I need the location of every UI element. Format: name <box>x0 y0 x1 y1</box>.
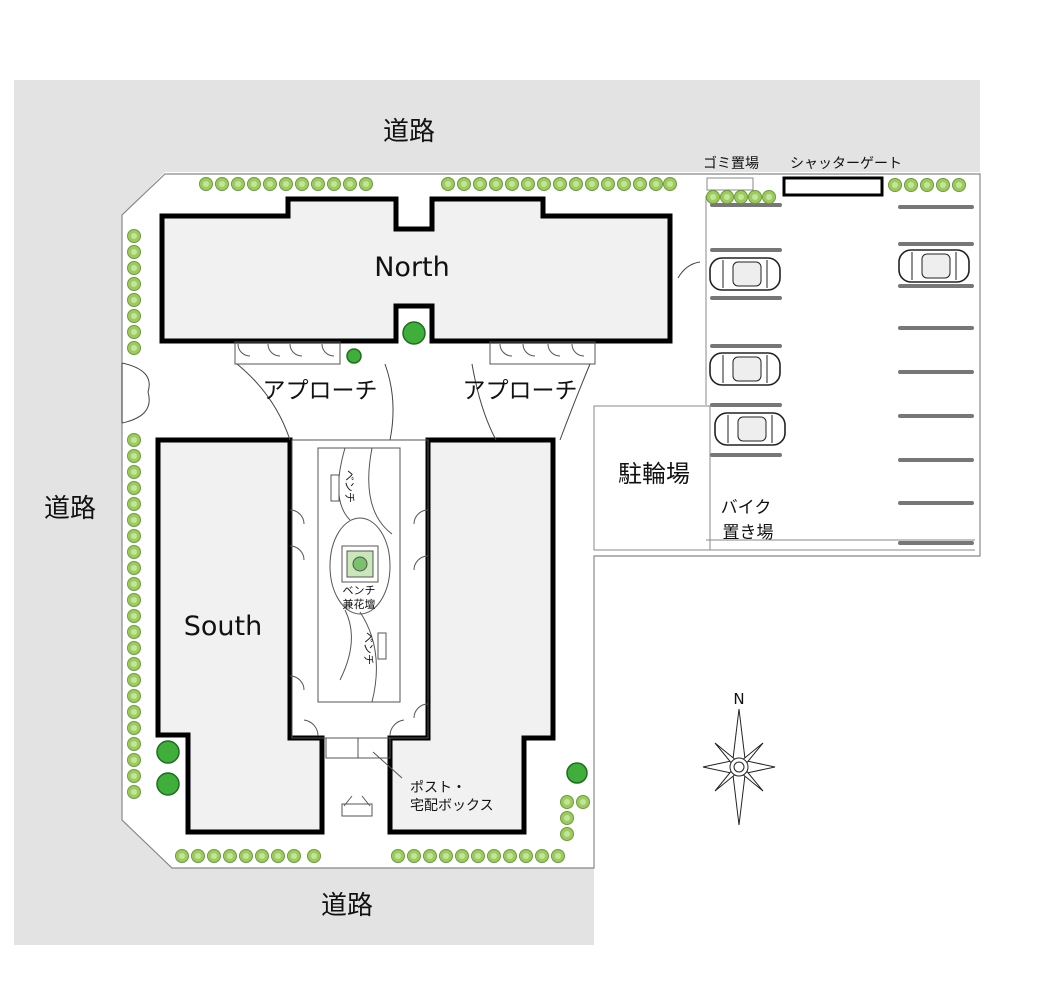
bench-label-lower: ベンチ <box>362 632 375 665</box>
mailbox-label-line2: 宅配ボックス <box>410 798 494 814</box>
shutter-gate <box>782 176 884 197</box>
road-area <box>14 80 980 945</box>
entrance-lobby <box>325 737 403 817</box>
north-entrances <box>234 341 596 365</box>
bike-parking-label-line2: 置き場 <box>723 523 774 543</box>
compass-rose-icon <box>702 708 776 826</box>
building-north <box>159 196 673 344</box>
road-label-west: 道路 <box>44 494 96 524</box>
courtyard <box>289 439 429 739</box>
garbage-area <box>706 177 754 191</box>
parking-lot <box>593 196 975 551</box>
road-label-south: 道路 <box>321 891 373 921</box>
approach-label-right: アプローチ <box>463 378 578 404</box>
bench-label-upper: ベンチ <box>343 470 356 503</box>
trees <box>156 321 588 796</box>
bicycle-parking-label: 駐輪場 <box>618 460 690 488</box>
shutter-gate-label: シャッターゲート <box>790 156 902 172</box>
bench-planter-label-line1: ベンチ <box>343 584 376 597</box>
car-icon <box>709 257 781 291</box>
compass-north-label: N <box>733 690 744 708</box>
road-label-north: 道路 <box>383 117 435 147</box>
building-south-label: South <box>184 611 262 642</box>
bench-planter-label-line2: 兼花壇 <box>343 597 376 611</box>
approach-label-left: アプローチ <box>263 378 378 404</box>
car-icon <box>714 412 786 446</box>
bike-parking-label-line1: バイク <box>721 498 772 518</box>
approach-paths <box>121 261 701 441</box>
mailbox-label-line1: ポスト・ <box>410 780 466 796</box>
car-icon <box>898 249 970 283</box>
garbage-label: ゴミ置場 <box>703 155 759 172</box>
building-south <box>155 437 325 835</box>
car-icon <box>709 352 781 386</box>
parking-stall-lines <box>710 203 974 545</box>
building-north-label: North <box>374 252 450 283</box>
